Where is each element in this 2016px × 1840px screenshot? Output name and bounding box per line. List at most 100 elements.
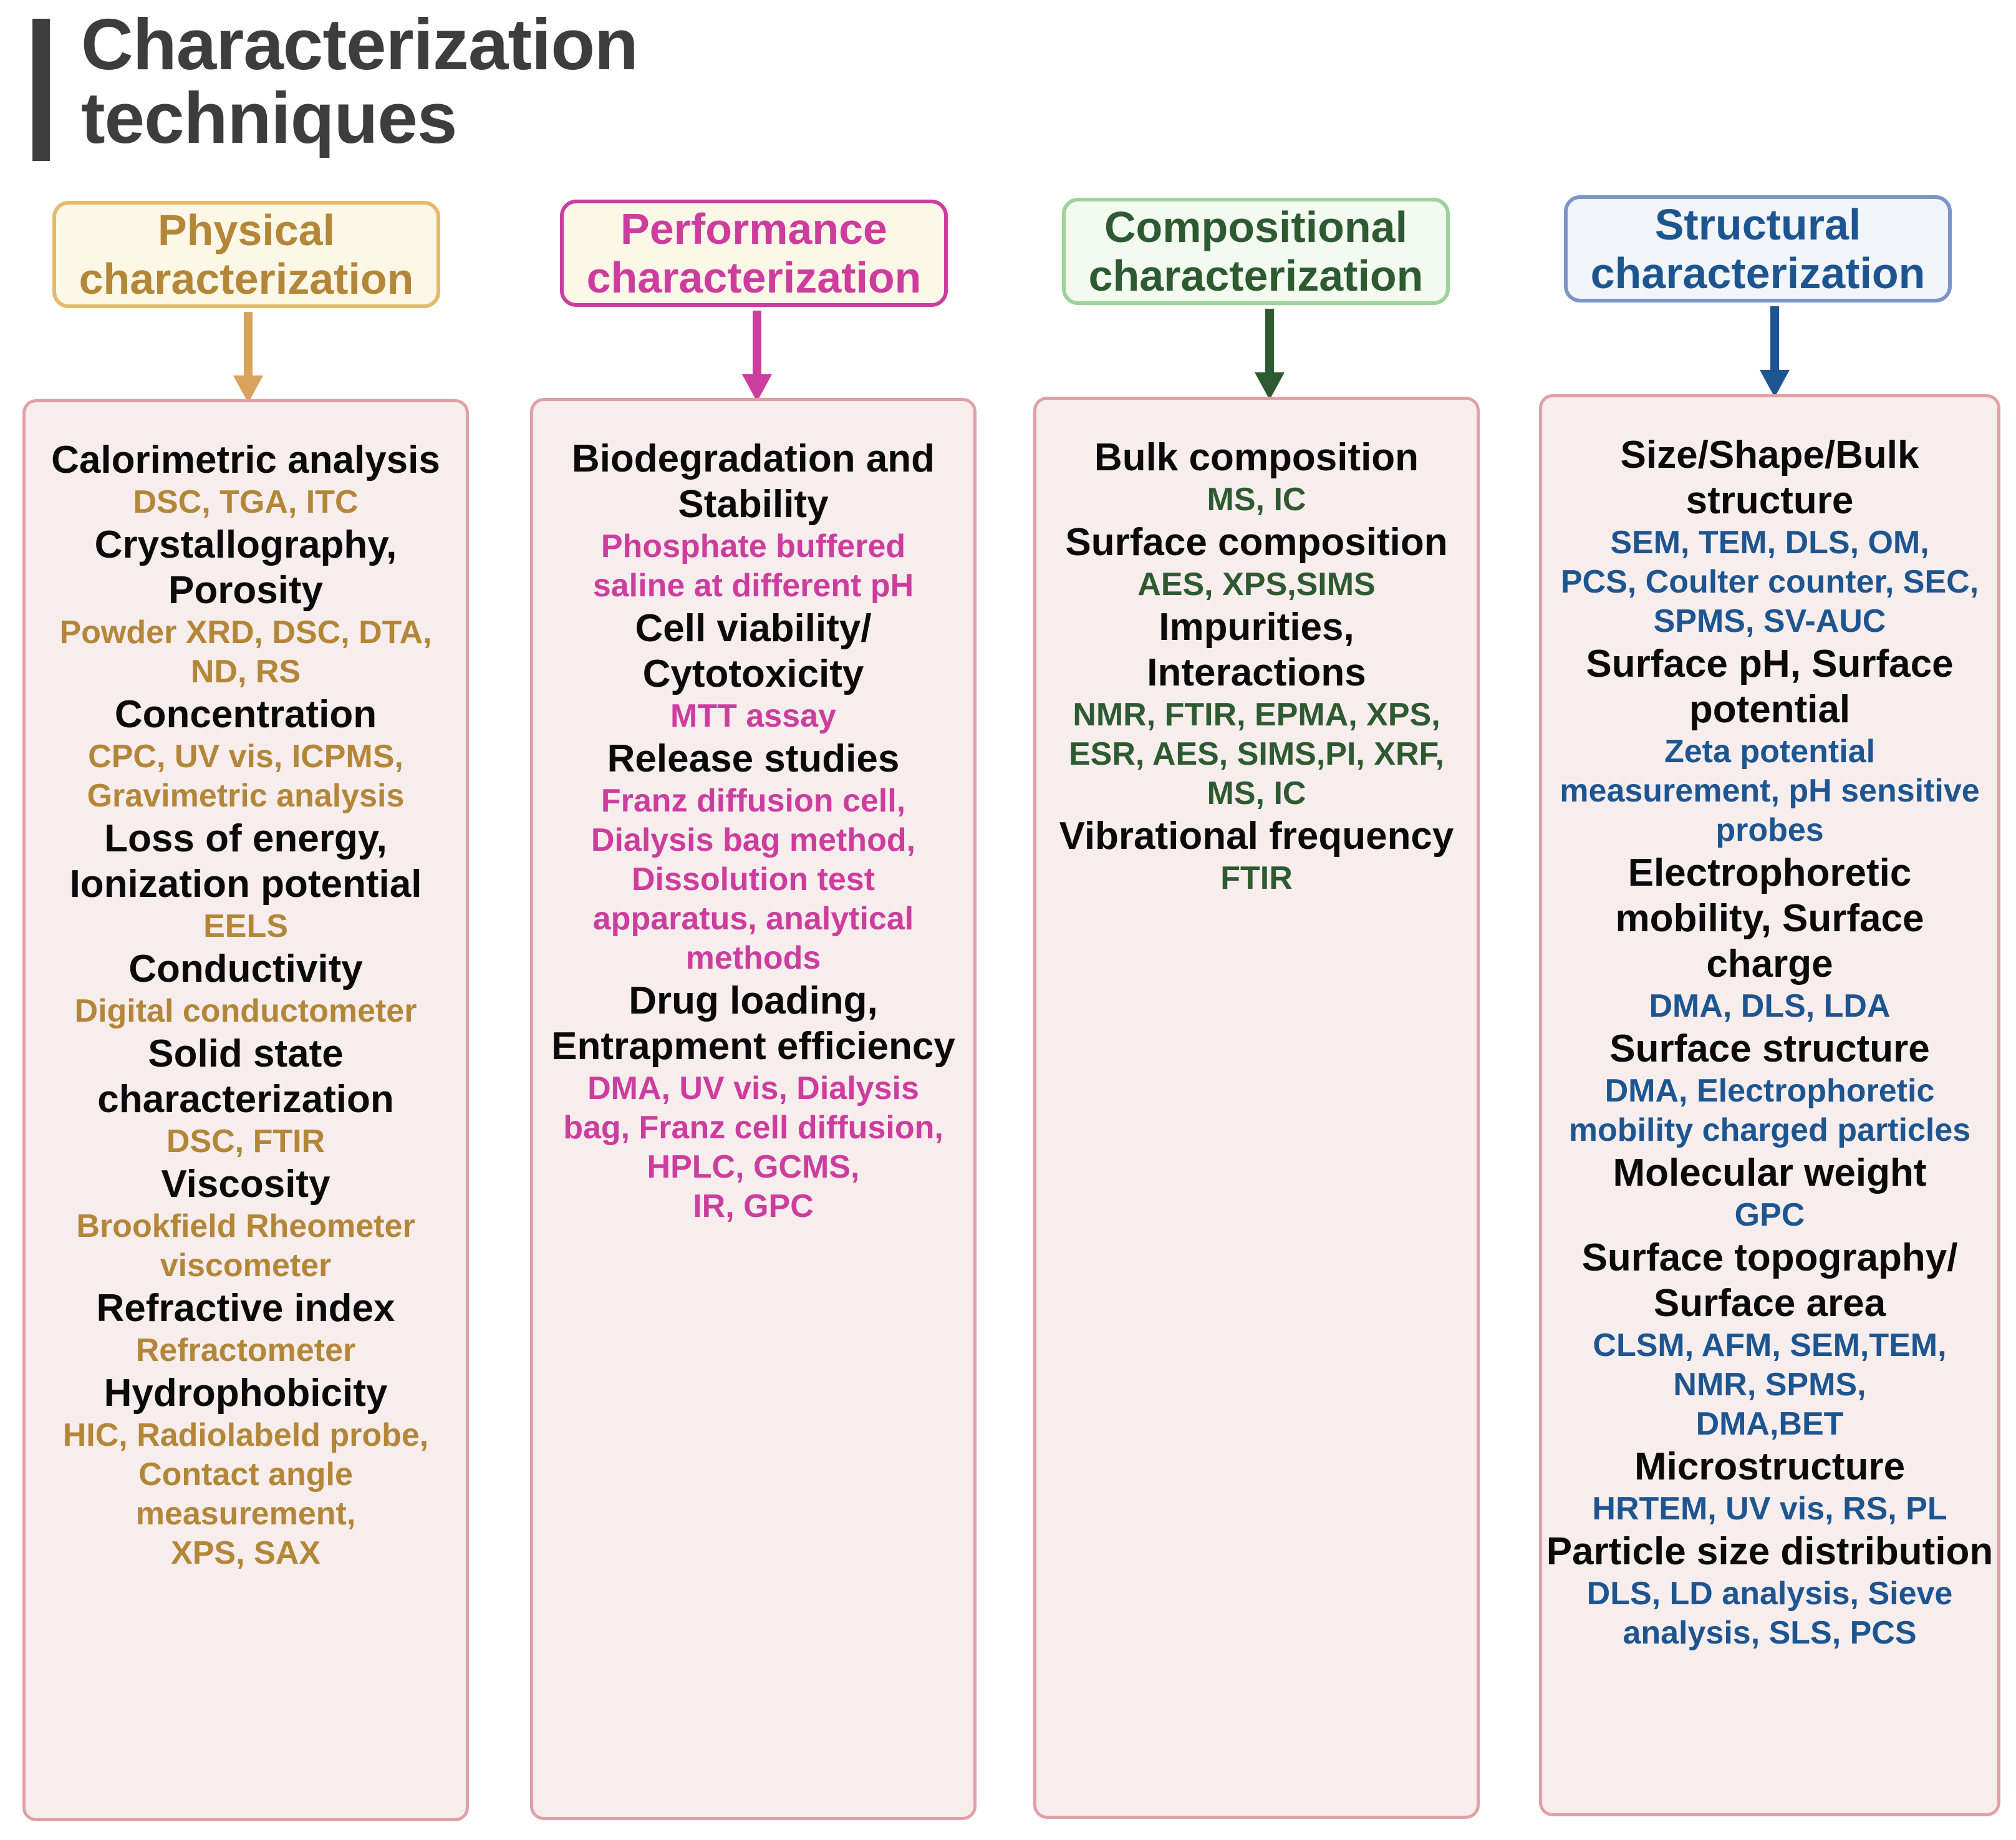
technique-methods-line: AES, XPS,SIMS	[1137, 566, 1376, 603]
technique-category-line: Drug loading,	[629, 979, 878, 1022]
technique-category-line: Conductivity	[128, 947, 363, 990]
technique-methods: GPC	[1542, 1196, 1997, 1235]
technique-category: Calorimetric analysis	[26, 437, 466, 483]
arrow-shaft	[1265, 309, 1274, 375]
technique-category: Microstructure	[1542, 1444, 1997, 1489]
technique-methods-line: HRTEM, UV vis, RS, PL	[1592, 1491, 1947, 1527]
technique-category-line: Size/Shape/Bulk	[1620, 433, 1919, 477]
technique-methods-line: Brookfield Rheometer	[76, 1208, 415, 1244]
header-label-line: characterization	[79, 254, 414, 303]
technique-methods-line: Refractometer	[135, 1332, 356, 1368]
technique-category: Cell viability/Cytotoxicity	[533, 606, 973, 697]
technique-methods: Digital conductometer	[26, 992, 466, 1031]
technique-category: Bulk composition	[1036, 435, 1477, 480]
technique-category-line: Biodegradation and	[571, 437, 935, 480]
technique-category: Vibrational frequency	[1036, 813, 1477, 859]
technique-methods-line: viscometer	[160, 1247, 332, 1284]
technique-category-line: Viscosity	[161, 1163, 330, 1206]
technique-category-line: Hydrophobicity	[104, 1372, 388, 1415]
technique-category: Particle size distribution	[1542, 1529, 1997, 1574]
technique-category-line: Surface structure	[1609, 1027, 1930, 1070]
technique-methods-line: Dialysis bag method,	[591, 822, 916, 858]
technique-methods-line: FTIR	[1220, 860, 1293, 896]
technique-category-line: charge	[1706, 942, 1833, 985]
technique-category-line: Solid state	[148, 1032, 344, 1075]
technique-methods: Franz diffusion cell,Dialysis bag method…	[533, 782, 973, 978]
technique-methods-line: bag, Franz cell diffusion,	[563, 1110, 943, 1146]
technique-category: Refractive index	[26, 1286, 466, 1331]
technique-category-line: Surface pH, Surface	[1586, 642, 1954, 685]
technique-methods-line: SPMS, SV-AUC	[1653, 603, 1886, 639]
technique-methods-line: CPC, UV vis, ICPMS,	[88, 738, 403, 775]
technique-methods-line: Zeta potential	[1664, 734, 1876, 770]
technique-category-line: structure	[1686, 479, 1854, 522]
technique-methods-line: ESR, AES, SIMS,PI, XRF,	[1069, 736, 1444, 772]
technique-methods: DSC, FTIR	[26, 1122, 466, 1161]
technique-category-line: Interactions	[1147, 651, 1366, 694]
technique-category-line: Impurities,	[1159, 606, 1354, 649]
arrow-shaft	[1770, 306, 1779, 372]
technique-category: Viscosity	[26, 1161, 466, 1207]
technique-methods: EELS	[26, 907, 466, 946]
header-label-line: characterization	[586, 253, 922, 302]
technique-category: Molecular weight	[1542, 1150, 1997, 1196]
technique-category-line: Concentration	[114, 693, 377, 736]
technique-category-line: Molecular weight	[1613, 1151, 1927, 1194]
technique-category-line: Electrophoretic	[1628, 851, 1912, 894]
technique-methods-line: MTT assay	[670, 698, 836, 734]
technique-methods: DSC, TGA, ITC	[26, 483, 466, 522]
technique-category-line: Particle size distribution	[1546, 1530, 1994, 1573]
technique-category-line: Surface composition	[1065, 521, 1448, 564]
technique-category: Hydrophobicity	[26, 1370, 466, 1416]
technique-category-line: Surface area	[1653, 1282, 1886, 1325]
technique-category-line: Porosity	[168, 569, 324, 612]
technique-methods: SEM, TEM, DLS, OM,PCS, Coulter counter, …	[1542, 523, 1997, 641]
technique-methods-line: measurement,	[135, 1496, 356, 1532]
technique-methods-line: HIC, Radiolabeld probe,	[62, 1417, 429, 1453]
technique-category-line: potential	[1689, 688, 1851, 731]
technique-category: Concentration	[26, 692, 466, 737]
technique-methods: Refractometer	[26, 1331, 466, 1370]
technique-category: Crystallography,Porosity	[26, 522, 466, 613]
technique-methods-line: DMA, UV vis, Dialysis	[587, 1070, 919, 1106]
technique-category-line: characterization	[97, 1078, 394, 1121]
technique-category-line: Crystallography,	[94, 523, 397, 566]
technique-methods-line: Gravimetric analysis	[87, 778, 405, 814]
title-accent-bar	[32, 19, 50, 161]
technique-methods-line: CLSM, AFM, SEM,TEM,	[1593, 1327, 1947, 1363]
technique-category-line: Stability	[678, 483, 829, 526]
technique-methods-line: ND, RS	[190, 654, 301, 690]
header-label-line: Compositional	[1104, 203, 1408, 251]
technique-methods: Powder XRD, DSC, DTA,ND, RS	[26, 613, 466, 692]
technique-methods: HRTEM, UV vis, RS, PL	[1542, 1489, 1997, 1529]
technique-methods-line: HPLC, GCMS,	[647, 1149, 860, 1185]
technique-methods-line: MS, IC	[1207, 482, 1306, 518]
technique-methods-line: measurement, pH sensitive	[1560, 773, 1980, 809]
technique-category-line: Cell viability/	[635, 607, 872, 650]
header-label-line: characterization	[1088, 251, 1424, 300]
arrow-head	[742, 374, 772, 402]
technique-category: Impurities,Interactions	[1036, 604, 1477, 695]
